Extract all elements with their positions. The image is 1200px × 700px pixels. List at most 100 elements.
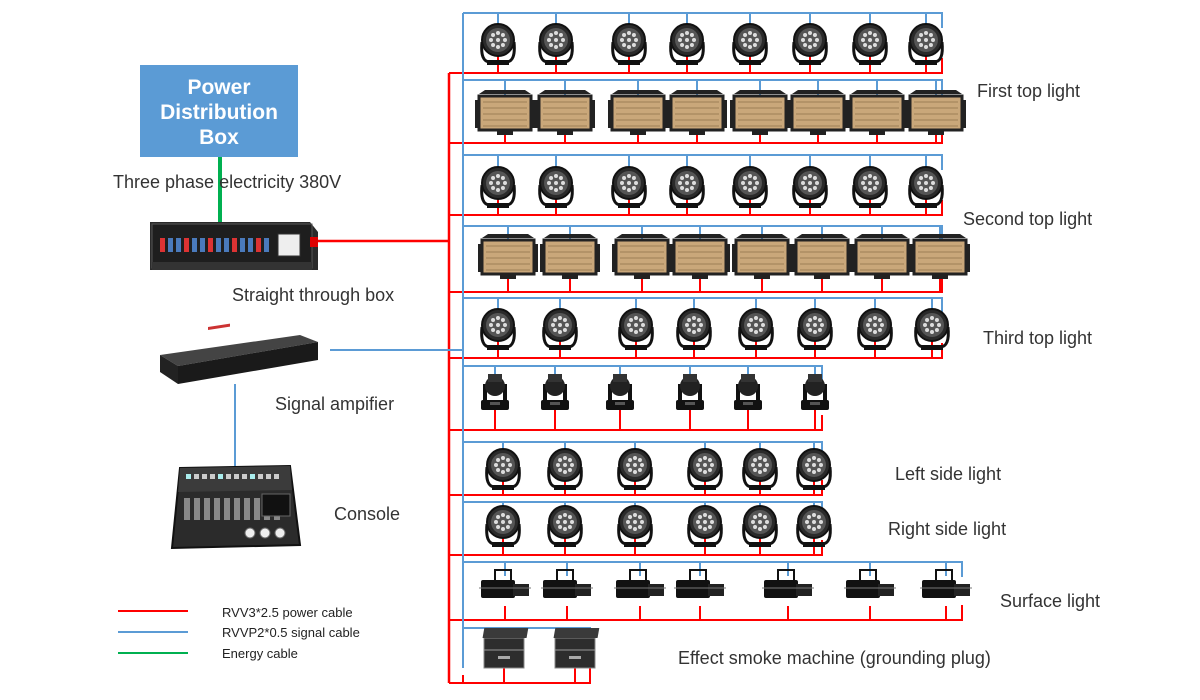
power-cable xyxy=(449,605,963,621)
par-light xyxy=(547,505,583,547)
led-panel-light xyxy=(732,234,792,279)
device-layer xyxy=(150,222,318,550)
led-panel-light xyxy=(670,234,730,279)
par-light xyxy=(797,308,833,350)
led-panel-light xyxy=(730,90,790,135)
par-light xyxy=(542,308,578,350)
led-panel-light xyxy=(535,90,595,135)
first-top-light-label: First top light xyxy=(977,81,1081,101)
legend-power-cable: RVV3*2.5 power cable xyxy=(222,605,353,620)
moving-head-light xyxy=(801,374,829,410)
par-light xyxy=(857,308,893,350)
second-top-light-label: Second top light xyxy=(963,209,1093,229)
power-cable xyxy=(449,277,943,293)
profile-spot-light xyxy=(920,569,972,598)
par-light xyxy=(796,505,832,547)
par-light xyxy=(538,23,574,65)
par-light xyxy=(742,505,778,547)
par-light xyxy=(480,23,516,65)
par-light xyxy=(676,308,712,350)
led-panel-light xyxy=(667,90,727,135)
profile-spot-light xyxy=(762,569,814,598)
par-light xyxy=(611,166,647,208)
par-light xyxy=(852,166,888,208)
par-light xyxy=(732,23,768,65)
led-panel-light xyxy=(792,234,852,279)
profile-spot-light xyxy=(844,569,896,598)
led-panel-light xyxy=(788,90,848,135)
profile-spot-light xyxy=(541,569,593,598)
third-top-light-label: Third top light xyxy=(983,328,1093,348)
led-panel-light xyxy=(910,234,970,279)
three-phase-label: Three phase electricity 380V xyxy=(113,172,342,192)
moving-head-light xyxy=(541,374,569,410)
straight-through-box xyxy=(150,222,318,270)
par-light xyxy=(908,166,944,208)
signal-amplifier-label: Signal ampifier xyxy=(275,394,395,414)
power-cable xyxy=(449,668,591,684)
surface-light-label: Surface light xyxy=(1000,591,1101,611)
par-light xyxy=(914,308,950,350)
signal-cable xyxy=(463,12,943,28)
led-panel-light xyxy=(540,234,600,279)
profile-spot-light xyxy=(614,569,666,598)
straight-box-label: Straight through box xyxy=(232,285,395,305)
signal-amplifier xyxy=(160,323,318,384)
smoke-machine xyxy=(553,628,600,669)
smoke-machine-label: Effect smoke machine (grounding plug) xyxy=(678,648,991,668)
par-light xyxy=(617,505,653,547)
par-light xyxy=(485,505,521,547)
console-label: Console xyxy=(334,504,401,524)
par-light xyxy=(485,448,521,490)
signal-cable xyxy=(463,561,963,577)
power-distribution-box: Power Distribution Box xyxy=(140,65,298,157)
par-light xyxy=(480,166,516,208)
led-panel-light xyxy=(906,90,966,135)
led-panel-light xyxy=(847,90,907,135)
par-light xyxy=(669,23,705,65)
moving-head-light xyxy=(734,374,762,410)
par-light xyxy=(611,23,647,65)
moving-head-light xyxy=(676,374,704,410)
par-light xyxy=(742,448,778,490)
profile-spot-light xyxy=(479,569,531,598)
profile-spot-light xyxy=(674,569,726,598)
par-light xyxy=(852,23,888,65)
signal-cable xyxy=(463,365,823,381)
legend-energy-cable: Energy cable xyxy=(222,646,298,661)
led-panel-light xyxy=(478,234,538,279)
signal-cable xyxy=(463,297,943,313)
par-light xyxy=(480,308,516,350)
power-box-line-3: Box xyxy=(199,125,239,149)
power-cable xyxy=(449,415,823,431)
par-light xyxy=(687,505,723,547)
left-side-light-label: Left side light xyxy=(895,464,1002,484)
par-light xyxy=(547,448,583,490)
par-light xyxy=(738,308,774,350)
led-panel-light xyxy=(612,234,672,279)
moving-head-light xyxy=(481,374,509,410)
par-light xyxy=(796,448,832,490)
power-box-line-2: Distribution xyxy=(160,100,278,124)
power-cable xyxy=(449,200,943,216)
par-light xyxy=(617,448,653,490)
moving-head-light xyxy=(606,374,634,410)
right-side-light-label: Right side light xyxy=(888,519,1007,539)
par-light xyxy=(792,23,828,65)
par-light xyxy=(732,166,768,208)
power-cable xyxy=(449,58,943,74)
legend-signal-cable: RVVP2*0.5 signal cable xyxy=(222,625,360,640)
par-light xyxy=(538,166,574,208)
par-light xyxy=(618,308,654,350)
smoke-machine xyxy=(482,628,529,669)
led-panel-light xyxy=(608,90,668,135)
led-panel-light xyxy=(475,90,535,135)
par-light xyxy=(908,23,944,65)
signal-cable xyxy=(463,154,943,170)
par-light xyxy=(687,448,723,490)
power-box-line-1: Power xyxy=(187,75,251,99)
fixture-layer xyxy=(475,23,972,669)
par-light xyxy=(792,166,828,208)
par-light xyxy=(669,166,705,208)
